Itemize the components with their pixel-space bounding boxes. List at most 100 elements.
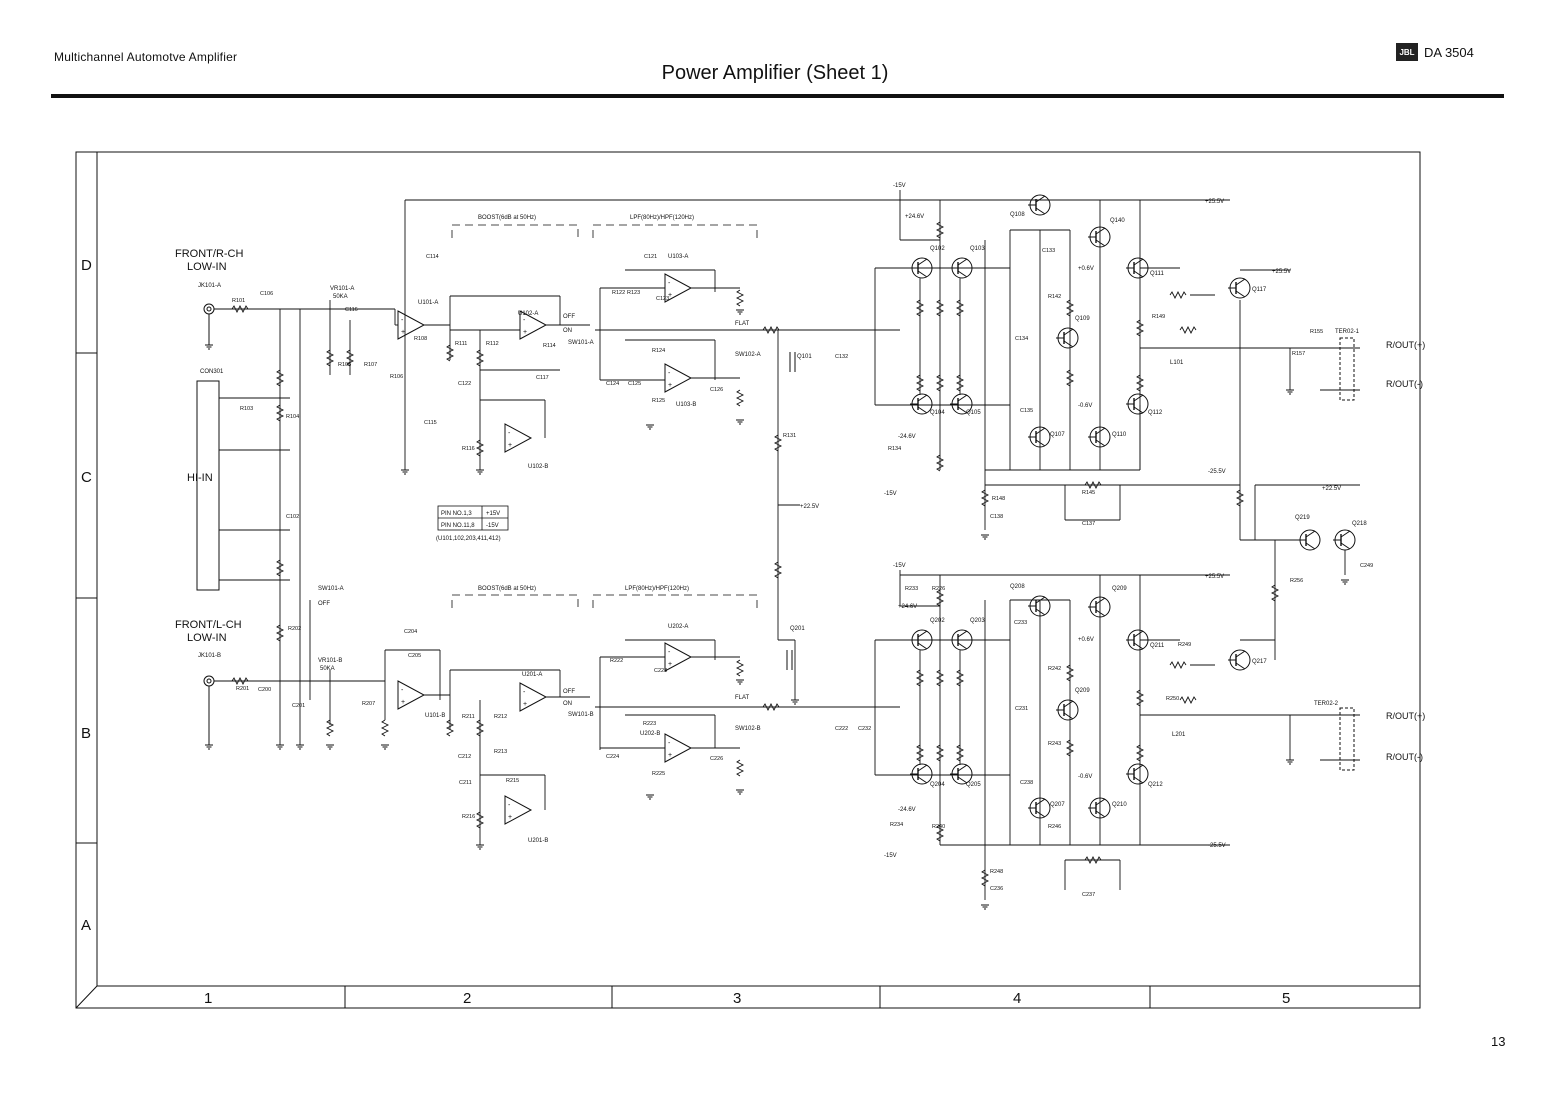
- transistor-q205-label: Q205: [966, 782, 981, 788]
- transistor-q105-label: Q105: [966, 410, 981, 416]
- hi-in-label: HI-IN: [187, 472, 213, 484]
- voltage-minus06-bottom: -0.6V: [1078, 774, 1092, 780]
- filter-bottom-label: LPF(80Hz)/HPF(120Hz): [625, 586, 689, 592]
- voltage-minus24-bottom: -24.6V: [898, 807, 916, 813]
- resistor-label: R233: [905, 586, 918, 592]
- output-l-neg: R/OUT(-): [1386, 752, 1423, 762]
- capacitor-label: C106: [260, 291, 273, 297]
- transistor-q204-label: Q204: [930, 782, 945, 788]
- transistor-q117-label: Q117: [1252, 287, 1267, 293]
- capacitor-label: C212: [458, 754, 471, 760]
- resistor-label: R243: [1048, 741, 1061, 747]
- output-r-neg: R/OUT(-): [1386, 379, 1423, 389]
- resistor-labels: R101 R103 R104 R105 R106 R107 R108 R111 …: [232, 290, 1323, 875]
- transistor-q110-label: Q110: [1112, 432, 1127, 438]
- transistor-q109-label: Q109: [1075, 316, 1090, 322]
- resistor-label: R148: [992, 496, 1005, 502]
- fet-symbols: [786, 352, 796, 670]
- capacitor-label: C236: [990, 886, 1003, 892]
- capacitor-label: C124: [606, 381, 619, 387]
- resistor-label: R134: [888, 446, 901, 452]
- resistor-label: R124: [652, 348, 665, 354]
- volume-r-label: VR101-A: [330, 286, 354, 292]
- switch-sw102a-label: SW102-A: [735, 352, 761, 358]
- capacitor-label: C134: [1015, 336, 1028, 342]
- pin-table-row1-pins: PIN NO.1,3: [441, 511, 472, 517]
- switch-off-label-left: OFF: [318, 601, 330, 607]
- resistor-label: R112: [486, 341, 499, 347]
- resistor-label: R249: [1178, 642, 1191, 648]
- pin-table-row1-voltage: +15V: [486, 511, 500, 517]
- coil-l201-label: L201: [1172, 732, 1186, 738]
- resistor-label: R104: [286, 414, 299, 420]
- row-label-b: B: [81, 725, 91, 742]
- brand-logo: JBL: [1396, 43, 1418, 61]
- power-stage-bottom-wiring: [874, 570, 1360, 900]
- capacitor-label: C224: [606, 754, 619, 760]
- section-boxes: [451, 224, 758, 608]
- capacitor-label: C204: [404, 629, 417, 635]
- switch-on-top: ON: [563, 328, 572, 334]
- fet-q201-label: Q201: [790, 626, 805, 632]
- transistor-q207-label: Q207: [1050, 802, 1065, 808]
- opamp-u202b-label: U202-B: [640, 731, 660, 737]
- resistor-label: R107: [364, 362, 377, 368]
- resistor-label: R202: [288, 626, 301, 632]
- capacitor-label: C238: [1020, 780, 1033, 786]
- pin-table-row2-pins: PIN NO.11,8: [441, 523, 475, 529]
- resistor-label: R114: [543, 343, 556, 349]
- resistor-label: R234: [890, 822, 903, 828]
- capacitor-label: C222: [835, 726, 848, 732]
- volume-l-label: VR101-B: [318, 658, 342, 664]
- capacitor-label: C232: [858, 726, 871, 732]
- filter-top-label: LPF(80Hz)/HPF(120Hz): [630, 215, 694, 221]
- resistor-label: R213: [494, 749, 507, 755]
- output-terminal-top: [1339, 337, 1355, 401]
- resistor-label: R111: [455, 341, 467, 347]
- switch-sw101b-label: SW101-B: [568, 712, 594, 718]
- pin-table: [437, 505, 509, 531]
- resistor-label: R250: [1166, 696, 1179, 702]
- switch-sw101a-label: SW101-A: [318, 586, 344, 592]
- capacitor-label: C114: [426, 254, 439, 260]
- voltage-plus06-bottom: +0.6V: [1078, 637, 1094, 643]
- switch-sw101a-top-label: SW101-A: [568, 340, 594, 346]
- drawing-frame: [75, 151, 1421, 1009]
- column-label-1: 1: [204, 990, 212, 1007]
- opamp-u103b-label: U103-B: [676, 402, 696, 408]
- column-label-5: 5: [1282, 990, 1290, 1007]
- capacitor-label: C233: [1014, 620, 1027, 626]
- output-r-pos: R/OUT(+): [1386, 340, 1425, 350]
- terminal-r-label: TER02-1: [1335, 329, 1360, 335]
- voltage-minus25-top: -25.5V: [1208, 469, 1226, 475]
- voltage-minus15-top-b: -15V: [884, 491, 897, 497]
- voltage-plus22: +22.5V: [800, 504, 819, 510]
- transistor-q103-label: Q103: [970, 246, 985, 252]
- row-label-c: C: [81, 469, 92, 486]
- transistor-q111-label: Q111: [1150, 271, 1164, 277]
- opamp-u102a-label: U102-A: [518, 311, 538, 317]
- capacitor-label: C201: [292, 703, 305, 709]
- voltage-plus24-top: +24.6V: [905, 214, 924, 220]
- capacitor-label: C135: [1020, 408, 1033, 414]
- resistor-label: R145: [1082, 490, 1095, 496]
- voltage-minus15-top: -15V: [893, 183, 906, 189]
- capacitor-label: C200: [258, 687, 271, 693]
- transistor-q209b-label: Q209: [1112, 586, 1127, 592]
- model-number: DA 3504: [1424, 44, 1474, 60]
- resistor-label: R106: [390, 374, 403, 380]
- row-label-d: D: [81, 257, 92, 274]
- capacitor-label: C121: [644, 254, 657, 260]
- capacitor-label: C133: [1042, 248, 1055, 254]
- transistor-q102-label: Q102: [930, 246, 945, 252]
- voltage-minus25-bottom: -25.5V: [1208, 843, 1226, 849]
- resistor-label: R122: [612, 290, 625, 296]
- opamp-u101b-label: U101-B: [425, 713, 445, 719]
- capacitor-label: C132: [835, 354, 848, 360]
- output-terminal-bottom: [1339, 707, 1355, 771]
- resistor-label: R226: [932, 586, 945, 592]
- transistor-q104-label: Q104: [930, 410, 945, 416]
- jack-r-label: JK101-A: [198, 283, 221, 289]
- capacitor-label: C115: [424, 420, 437, 426]
- capacitor-label: C237: [1082, 892, 1095, 898]
